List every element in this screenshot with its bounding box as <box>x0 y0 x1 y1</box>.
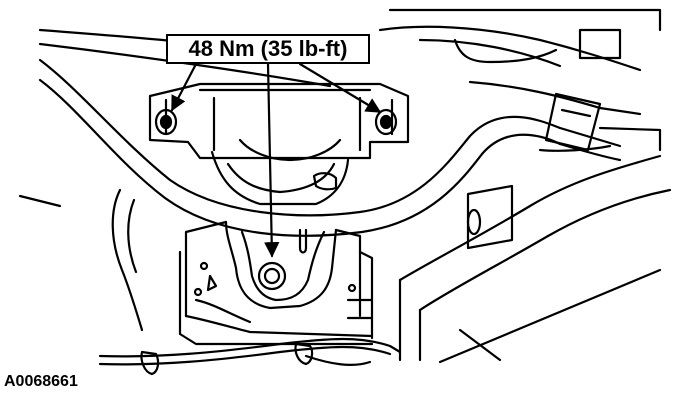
figure-id: A0068661 <box>4 373 78 390</box>
arrow-to-center-bolt <box>264 62 280 258</box>
torque-leader-arrows <box>170 62 382 258</box>
arrow-to-left-bolt <box>170 62 198 112</box>
wire-harness <box>98 337 402 376</box>
torque-callout: 48 Nm (35 lb-ft) <box>166 34 370 64</box>
right-bracket-bolt <box>374 108 398 136</box>
lower-mount-bracket <box>184 220 362 318</box>
subframe-crossmember <box>178 250 374 346</box>
upper-mount-bracket <box>148 82 410 162</box>
center-mount-bolt <box>257 261 287 291</box>
left-linkage <box>18 188 144 332</box>
left-bracket-bolt <box>154 108 178 136</box>
torque-callout-label: 48 Nm (35 lb-ft) <box>188 36 348 61</box>
arrow-to-right-bolt <box>298 62 382 114</box>
right-frame-rail <box>398 154 672 364</box>
engine-mount-body <box>210 150 350 206</box>
